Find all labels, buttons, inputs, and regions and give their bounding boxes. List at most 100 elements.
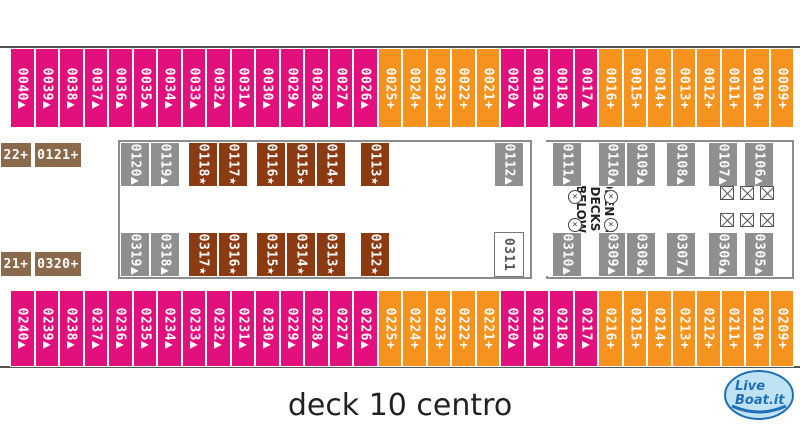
cabin-0009[interactable]: 0009+ [769,48,794,128]
cabin-0119[interactable]: 0119▲ [150,142,180,187]
cabin-0228[interactable]: 0228▲ [304,290,329,367]
cabin-0011[interactable]: 0011+ [720,48,745,128]
cabin-0113[interactable]: 0113★ [360,142,390,187]
cabin-0033[interactable]: 0033▲ [181,48,206,128]
cabin-0023[interactable]: 0023+ [426,48,451,128]
cabin-0032[interactable]: 0032▲ [206,48,231,128]
cabin-0213[interactable]: 0213+ [671,290,696,367]
cabin-0040[interactable]: 0040▲ [10,48,35,128]
cabin-0217[interactable]: 0217▲ [573,290,598,367]
cabin-0115[interactable]: 0115★ [286,142,316,187]
cabin-0212[interactable]: 0212+ [696,290,721,367]
cabin-0013[interactable]: 0013+ [671,48,696,128]
cabin-0034[interactable]: 0034▲ [157,48,182,128]
cabin-0307[interactable]: 0307▲ [666,232,696,277]
cabin-0229[interactable]: 0229▲ [279,290,304,367]
cabin-0010[interactable]: 0010+ [745,48,770,128]
cabin-0106[interactable]: 0106▲ [744,142,774,187]
cabin-0211[interactable]: 0211+ [720,290,745,367]
cabin-0024[interactable]: 0024+ [402,48,427,128]
cabin-0037[interactable]: 0037▲ [83,48,108,128]
cabin-0220[interactable]: 0220▲ [500,290,525,367]
cabin-0218[interactable]: 0218▲ [549,290,574,367]
cabin-0216[interactable]: 0216+ [598,290,623,367]
cabin-0209[interactable]: 0209+ [769,290,794,367]
cabin-0234[interactable]: 0234▲ [157,290,182,367]
cabin-0027[interactable]: 0027▲ [328,48,353,128]
cabin-0214[interactable]: 0214+ [647,290,672,367]
cabin-0226[interactable]: 0226▲ [353,290,378,367]
cabin-0036[interactable]: 0036▲ [108,48,133,128]
cabin-0018[interactable]: 0018▲ [549,48,574,128]
cabin-0239[interactable]: 0239▲ [34,290,59,367]
cabin-0315[interactable]: 0315★ [256,232,286,277]
cabin-0237[interactable]: 0237▲ [83,290,108,367]
cabin-0225[interactable]: 0225+ [377,290,402,367]
cabin-0312[interactable]: 0312★ [360,232,390,277]
cabin-0114[interactable]: 0114★ [316,142,346,187]
cabin-0306[interactable]: 0306▲ [708,232,738,277]
cabin-0320[interactable]: 0320+ [34,251,82,277]
cabin-0038[interactable]: 0038▲ [59,48,84,128]
cabin-0015[interactable]: 0015+ [622,48,647,128]
cabin-0117[interactable]: 0117★ [218,142,248,187]
cabin-0311[interactable]: 0311 [494,232,524,277]
cabin-0227[interactable]: 0227▲ [328,290,353,367]
cabin-0219[interactable]: 0219▲ [524,290,549,367]
cabin-0109[interactable]: 0109▲ [626,142,656,187]
cabin-0019[interactable]: 0019▲ [524,48,549,128]
cabin-0224[interactable]: 0224+ [402,290,427,367]
cabin-0110[interactable]: 0110▲ [598,142,626,187]
cabin-0035[interactable]: 0035▲ [132,48,157,128]
cabin-0316[interactable]: 0316★ [218,232,248,277]
cabin-0108[interactable]: 0108▲ [666,142,696,187]
cabin-0317[interactable]: 0317★ [188,232,218,277]
cabin-0222[interactable]: 0222+ [451,290,476,367]
cabin-21[interactable]: 21+ [0,251,32,277]
cabin-0235[interactable]: 0235▲ [132,290,157,367]
cabin-0230[interactable]: 0230▲ [255,290,280,367]
cabin-0238[interactable]: 0238▲ [59,290,84,367]
cabin-0310[interactable]: 0310▲ [552,232,582,277]
cabin-0121[interactable]: 0121+ [34,142,82,168]
cabin-0016[interactable]: 0016+ [598,48,623,128]
cabin-22[interactable]: 22+ [0,142,32,168]
cabin-0017[interactable]: 0017▲ [573,48,598,128]
cabin-0021[interactable]: 0021+ [475,48,500,128]
cabin-0026[interactable]: 0026▲ [353,48,378,128]
cabin-0014[interactable]: 0014+ [647,48,672,128]
cabin-0221[interactable]: 0221+ [475,290,500,367]
cabin-0029[interactable]: 0029▲ [279,48,304,128]
cabin-0025[interactable]: 0025+ [377,48,402,128]
cabin-0223[interactable]: 0223+ [426,290,451,367]
cabin-0118[interactable]: 0118★ [188,142,218,187]
cabin-0120[interactable]: 0120▲ [120,142,150,187]
cabin-label: 0224+ [406,307,422,350]
cabin-0028[interactable]: 0028▲ [304,48,329,128]
cabin-0313[interactable]: 0313★ [316,232,346,277]
cabin-0233[interactable]: 0233▲ [181,290,206,367]
cabin-0231[interactable]: 0231▲ [230,290,255,367]
cabin-0236[interactable]: 0236▲ [108,290,133,367]
cabin-0022[interactable]: 0022+ [451,48,476,128]
cabin-0309[interactable]: 0309▲ [598,232,626,277]
cabin-0111[interactable]: 0111▲ [552,142,582,187]
cabin-0215[interactable]: 0215+ [622,290,647,367]
cabin-0308[interactable]: 0308▲ [626,232,656,277]
cabin-0031[interactable]: 0031▲ [230,48,255,128]
cabin-0020[interactable]: 0020▲ [500,48,525,128]
cabin-0210[interactable]: 0210+ [745,290,770,367]
cabin-0039[interactable]: 0039▲ [34,48,59,128]
cabin-0116[interactable]: 0116★ [256,142,286,187]
cabin-0232[interactable]: 0232▲ [206,290,231,367]
cabin-0314[interactable]: 0314★ [286,232,316,277]
cabin-0012[interactable]: 0012+ [696,48,721,128]
cabin-label: 0222+ [455,307,471,350]
cabin-0319[interactable]: 0319▲ [120,232,150,277]
cabin-0240[interactable]: 0240▲ [10,290,35,367]
cabin-0305[interactable]: 0305▲ [744,232,774,277]
cabin-0030[interactable]: 0030▲ [255,48,280,128]
cabin-0318[interactable]: 0318▲ [150,232,180,277]
cabin-0112[interactable]: 0112▲ [494,142,524,187]
cabin-0107[interactable]: 0107▲ [708,142,738,187]
